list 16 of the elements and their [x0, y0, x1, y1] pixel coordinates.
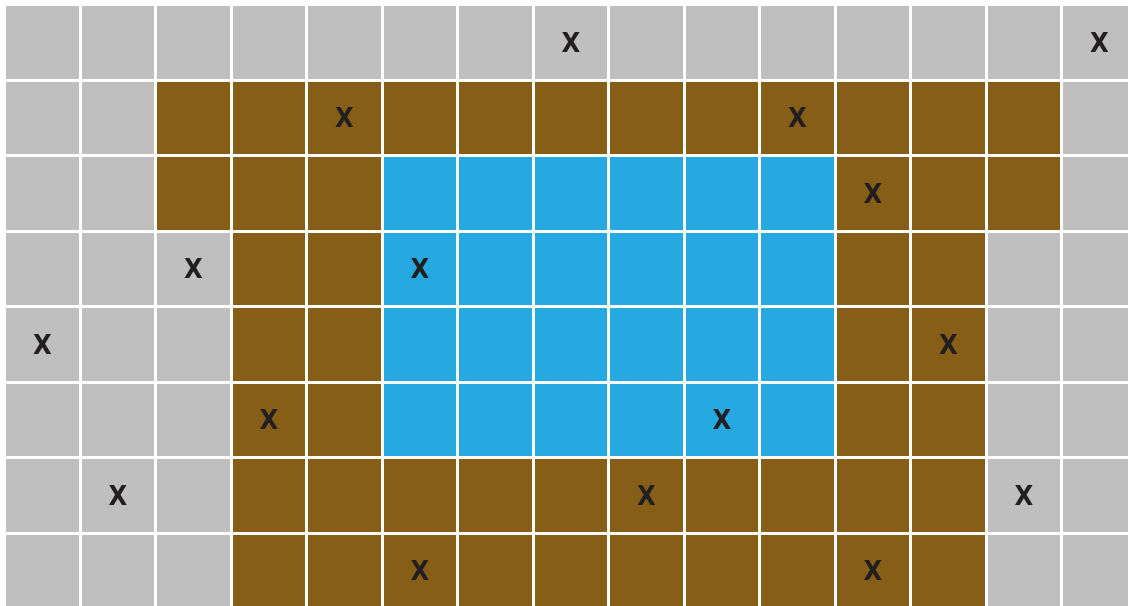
cross-mark: X [1014, 481, 1034, 509]
cross-mark: X [410, 557, 430, 585]
cross-mark: X [863, 557, 883, 585]
cross-mark: X [787, 104, 807, 132]
cross-mark: X [410, 255, 430, 283]
cross-mark: X [712, 406, 732, 434]
cross-mark: X [32, 330, 52, 358]
cross-mark: X [561, 28, 581, 56]
cross-mark: X [108, 481, 128, 509]
cross-mark: X [259, 406, 279, 434]
cross-mark: X [863, 179, 883, 207]
cross-mark: X [334, 104, 354, 132]
cross-mark: X [938, 330, 958, 358]
cross-mark: X [183, 255, 203, 283]
cross-mark: X [1089, 28, 1109, 56]
cross-mark: X [636, 481, 656, 509]
